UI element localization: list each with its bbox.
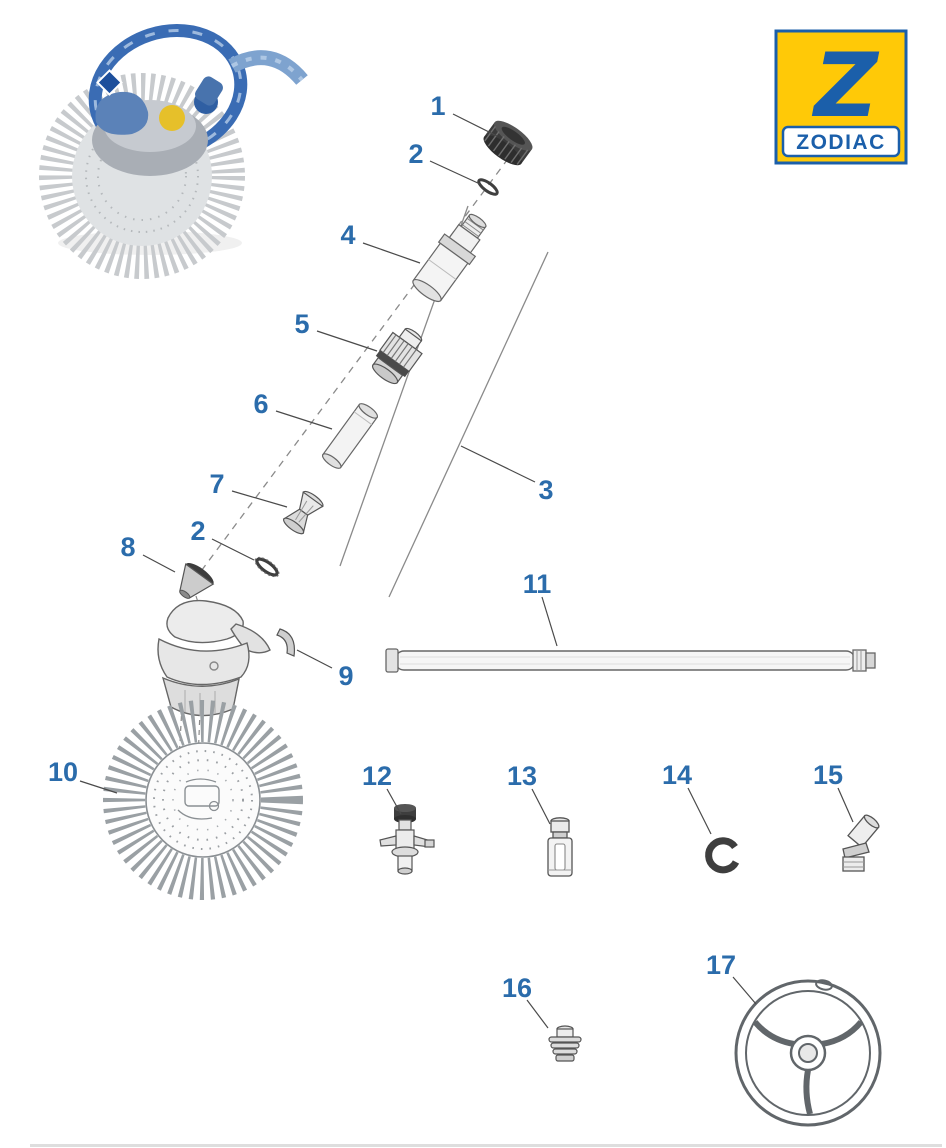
cleaner-body [157, 599, 271, 717]
part-13-restrictor-cartridge [547, 817, 573, 877]
callout-label-17: 17 [706, 950, 736, 980]
part-2-oring-lower [254, 556, 280, 578]
part-10-finned-disc [103, 700, 303, 900]
part-5-cassette-adapter [371, 327, 423, 385]
callout-leader-15 [837, 787, 854, 823]
part-1-hand-nut [483, 120, 533, 166]
callout-label-3: 3 [538, 475, 553, 505]
callout-label-14: 14 [662, 760, 692, 790]
callout-label-9: 9 [338, 661, 353, 691]
callout-label-5: 5 [294, 309, 309, 339]
photo-hose-connector [195, 76, 223, 106]
photo-body-blue-cowl [95, 91, 149, 135]
photo-yellow-collar [159, 105, 185, 131]
part-2-oring-upper [477, 178, 499, 196]
callout-leader-1 [452, 113, 498, 137]
callout-label-16: 16 [502, 973, 532, 1003]
callout-label-15: 15 [813, 760, 843, 790]
centerline-dashed [186, 147, 517, 591]
zodiac-logo: Z ZODIAC [774, 29, 908, 165]
callout-leader-4 [362, 242, 421, 264]
callout-label-10: 10 [48, 757, 78, 787]
callout-label-13: 13 [507, 761, 537, 791]
callout-leader-8 [142, 554, 176, 573]
callout-leader-11 [541, 596, 558, 647]
callout-label-7: 7 [209, 469, 224, 499]
part-16-drain-plug [548, 1025, 582, 1062]
part-8-diaphragm-cone [179, 562, 215, 599]
callout-leader-13 [531, 788, 551, 825]
page-bottom-rule [30, 1144, 942, 1147]
callout-leader-5 [316, 330, 378, 352]
photo-diamond-badge [96, 69, 123, 96]
product-photo [39, 24, 308, 279]
callout-leader-17 [732, 976, 757, 1005]
logo-wordmark: ZODIAC [796, 131, 886, 154]
callout-leader-16 [526, 999, 549, 1029]
part-9-wear-ring-clip [276, 628, 296, 657]
callout-leader-3 [460, 445, 536, 483]
callout-leader-2 [211, 538, 255, 561]
part-6-inner-pipe [321, 403, 379, 469]
part-4-outer-pipe-end [412, 213, 487, 303]
callout-label-1: 1 [430, 91, 445, 121]
callout-label-4: 4 [340, 220, 355, 250]
callout-label-12: 12 [362, 761, 392, 791]
callout-leader-9 [296, 649, 333, 669]
callout-label-11: 11 [523, 569, 552, 599]
logo-text-band [781, 125, 901, 158]
photo-disc-holes-inner [97, 131, 187, 221]
callout-leader-14 [687, 787, 712, 835]
callout-leader-2 [429, 160, 481, 185]
part-14-c-clip [705, 837, 740, 874]
callout-label-2: 2 [408, 139, 423, 169]
callout-leader-7 [231, 490, 288, 508]
photo-hose-tail [228, 50, 308, 86]
part-7-flow-regulator [282, 490, 324, 535]
callout-leader-6 [275, 410, 333, 430]
part-17-wheel-deflector [734, 979, 882, 1127]
callout-leader-10 [79, 780, 118, 794]
part-12-bypass-valve [379, 804, 435, 875]
part-15-elbow-adapter [842, 814, 880, 872]
part-3-pipe-outline-right [388, 251, 549, 598]
callout-label-8: 8 [120, 532, 135, 562]
callout-label-6: 6 [253, 389, 268, 419]
callout-leader-12 [386, 788, 402, 815]
logo-z-glyph: Z [811, 34, 880, 137]
part-11-sweep-hose [385, 648, 876, 673]
callout-label-2: 2 [190, 516, 205, 546]
photo-disc-fins [39, 73, 245, 279]
